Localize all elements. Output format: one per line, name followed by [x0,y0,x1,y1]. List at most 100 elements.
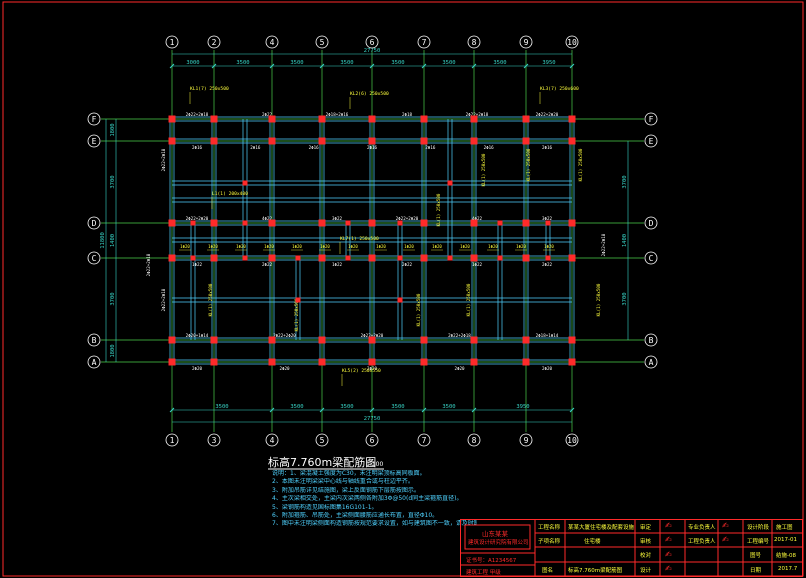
dim-text-span-top: 3500 [442,60,455,66]
note-line: 2、本图未注明梁梁中心线与轴线重合或与柱边平齐。 [272,478,414,486]
certificate-no: 证书号：A1234567 [466,558,517,564]
beam-label-row-e: 2Φ16 [542,145,553,150]
column [268,219,276,227]
beam-callout: KL2(6) 250x500 [350,91,389,97]
beam-label-row-f: 2Φ22 [262,112,273,117]
beam-label-row-f: 2Φ22+2Φ18 [466,112,489,117]
corridor-label: 1Φ20 [236,244,246,249]
note-line: 6、附加箍筋、吊筋处，主梁侧面腰筋应通长布置，直径Φ10。 [272,512,439,520]
column [420,358,428,366]
corridor-label: 1Φ20 [460,244,470,249]
dim-text-right-span: 3700 [622,292,628,305]
column [318,219,326,227]
column [568,137,576,145]
dim-text-span-top: 3500 [340,60,353,66]
axis-bubble-right [644,355,658,369]
stage-value: 施工图 [776,525,793,531]
dim-tick-bottom [569,407,575,413]
beam-label-vertical: 2Φ22+2Φ18 [601,233,606,256]
axis-label-bottom: 1 [170,436,175,445]
axis-label-left: B [92,336,97,345]
dim-tick-bottom [319,407,325,413]
dim-text-left-span: 1800 [110,123,116,136]
beam-label-row-d: 3Φ22 [542,216,553,221]
axis-label-top: 7 [422,38,427,47]
axis-label-top: 9 [524,38,529,47]
axis-bubble-right [644,216,658,230]
column [420,254,428,262]
beam-callout: KL7(1) 250x500 [340,236,379,242]
axis-bubble-top [165,35,179,49]
axis-bubble-top [315,35,329,49]
beam-label-row-e: 2Φ16 [367,145,378,150]
column [318,254,326,262]
dim-text-left-span: 3700 [110,292,116,305]
number-label: 图号 [750,553,762,559]
column [368,137,376,145]
beam-label-row-b: 2Φ22+2Φ18 [448,333,471,338]
beam-callout-vertical: KL(1) 250x500 [436,193,441,226]
dim-text-span-bottom: 3950 [516,404,529,410]
column [268,254,276,262]
axis-label-bottom: 3 [212,436,217,445]
column [522,219,530,227]
beam-label-vertical: 2Φ22+2Φ18 [161,288,166,311]
beam-label-row-c: 2Φ22 [262,262,273,267]
axis-label-right: C [649,254,654,263]
dim-text-overall-top: 27750 [364,48,381,54]
dim-text-right-span: 3700 [622,175,628,188]
beam-label-row-e: 2Φ16 [192,145,203,150]
column [168,115,176,123]
axis-label-left: E [92,137,97,146]
beam-label-row-c: 1Φ22 [332,262,343,267]
axis-label-bottom: 4 [270,436,275,445]
dim-text-left-span: 1400 [110,234,116,247]
dim-tick-top [369,63,375,69]
corridor-label: 1Φ20 [432,244,442,249]
beam-label-row-d: 2Φ22+2Φ20 [396,216,419,221]
column [420,336,428,344]
dim-tick-bottom [269,407,275,413]
axis-bubble-bottom [417,433,431,447]
corridor-label: 1Φ20 [180,244,190,249]
column [522,137,530,145]
corridor-label: 1Φ20 [208,244,218,249]
axis-label-right: F [649,115,654,124]
axis-bubble-bottom [519,433,533,447]
dim-text-right-span: 1400 [622,234,628,247]
column [210,137,218,145]
column-secondary [497,220,503,226]
column [470,254,478,262]
dim-text-left-span: 1800 [110,344,116,357]
column-secondary [295,297,301,303]
dim-tick-top [523,63,529,69]
column [168,254,176,262]
beam-callout-vertical: KL(1) 250x500 [578,148,583,181]
column-layer [168,115,576,366]
column [568,219,576,227]
corridor-label: 1Φ20 [404,244,414,249]
beam-label-row-f: 2Φ22+2Φ18 [186,112,209,117]
column [268,137,276,145]
axis-label-top: 4 [270,38,275,47]
note-line: 5、梁钢筋构造见国标图集16G101-1。 [272,503,378,511]
column [268,336,276,344]
column-secondary [545,255,551,261]
dim-text-span-bottom: 3500 [391,404,404,410]
column [368,254,376,262]
dim-tick-top [421,63,427,69]
dim-tick-top [169,63,175,69]
project-label: 工程名称 [538,525,561,531]
note-line: 说明：1、梁混凝土强度为C30，未注明梁顶标高同板面。 [272,470,426,477]
note-line: 4、主次梁相交处，主梁内次梁两侧各附加3Φ@50(d同主梁箍筋直径)。 [272,495,463,503]
beam-callout-vertical: KL(1) 250x500 [416,293,421,326]
axis-label-right: A [649,358,654,367]
axis-label-left: F [92,115,97,124]
dim-tick-top [319,63,325,69]
beam-label-row-a: 2Φ20 [192,366,203,371]
signature-owner: ✍ [722,535,729,544]
dim-text-span-top: 3500 [391,60,404,66]
axis-bubble-right [644,134,658,148]
